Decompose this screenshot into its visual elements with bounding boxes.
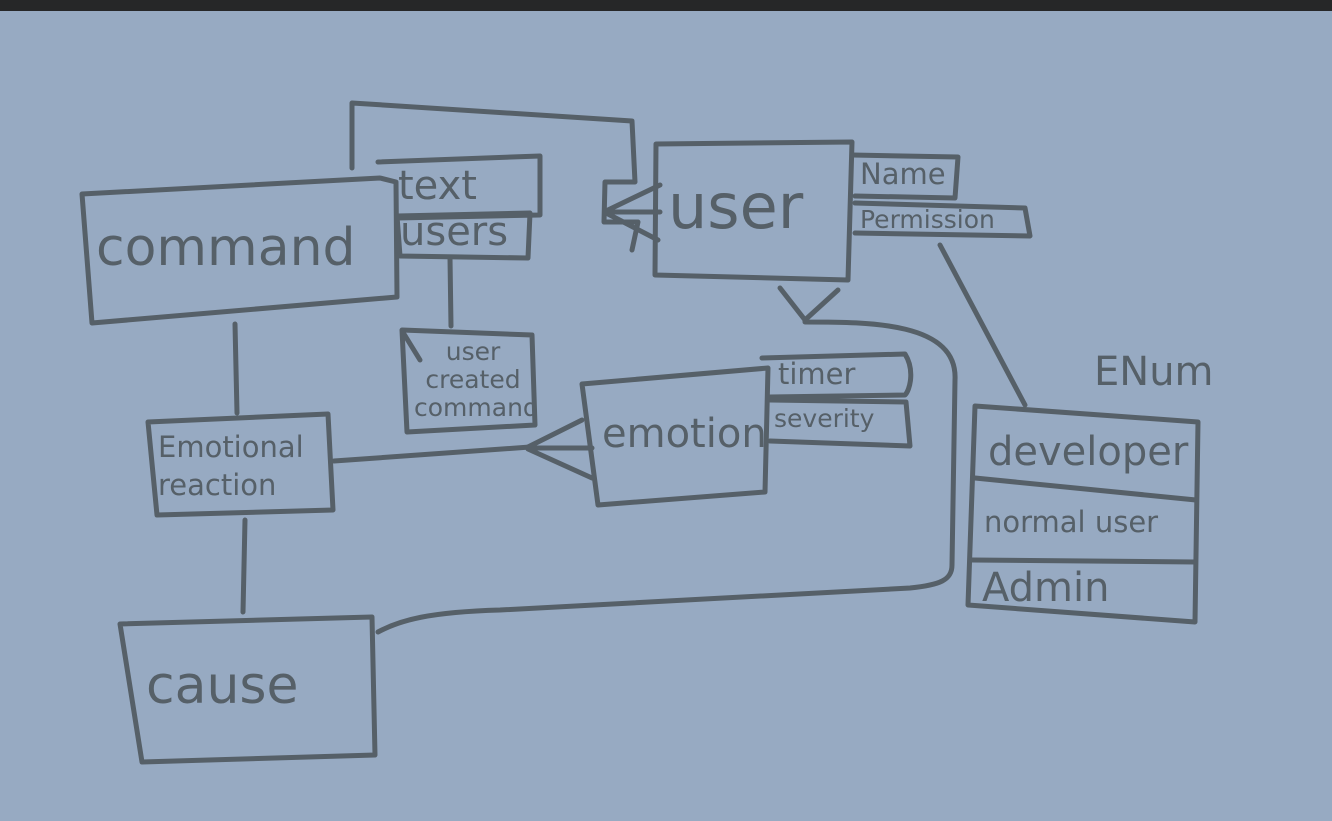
enum-box (965, 403, 1201, 625)
user-permission-attribute-label: Permission (860, 205, 995, 234)
command-entity-label: command (96, 218, 356, 278)
enum-divider-2 (969, 557, 1198, 565)
enum-value-developer: developer (988, 429, 1189, 475)
emotional-reaction-emotion-line (331, 444, 533, 464)
cause-box (117, 614, 378, 765)
cause-entity-label: cause (146, 656, 299, 716)
user-box (652, 139, 855, 283)
user-name-attribute-box (849, 152, 961, 201)
users-user-created-command-line (447, 255, 454, 329)
command-users-attribute-label: users (400, 209, 509, 255)
emotion-timer-attribute-box (759, 351, 914, 400)
user-cause-relation-line (375, 317, 958, 635)
command-text-attribute-label: text (398, 163, 477, 209)
emotion-box (579, 365, 771, 508)
enum-value-admin: Admin (982, 565, 1110, 611)
user-name-attribute-label: Name (860, 157, 946, 191)
emotional-reaction-cause-line (240, 517, 248, 615)
user-entity-label: user (668, 170, 804, 243)
emotional-reaction-entity-label: Emotional reaction (158, 430, 304, 502)
user-created-command-box (399, 327, 538, 435)
enum-value-normal-user: normal user (984, 505, 1159, 539)
user-permission-attribute-box (852, 200, 1033, 239)
enum-divider-1 (972, 475, 1199, 503)
emotion-severity-attribute-box (767, 397, 913, 449)
command-emotional-reaction-line (232, 321, 240, 416)
emotional-reaction-box (145, 411, 336, 518)
emotion-entity-label: emotion (602, 411, 767, 457)
emotion-timer-attribute-label: timer (778, 357, 856, 391)
user-crows-foot (605, 182, 663, 243)
user-cause-crows-foot (777, 285, 841, 323)
command-user-relation-line (349, 100, 641, 253)
emotion-crows-foot (525, 417, 595, 481)
permission-enum-line (937, 242, 1028, 408)
enum-title-label: ENum (1094, 349, 1214, 395)
user-created-command-label: user created command (414, 337, 539, 422)
command-users-attribute-box (394, 210, 533, 261)
emotion-severity-attribute-label: severity (774, 404, 875, 433)
user-created-command-corner-mark (401, 331, 423, 363)
window-top-bar (0, 0, 1332, 11)
